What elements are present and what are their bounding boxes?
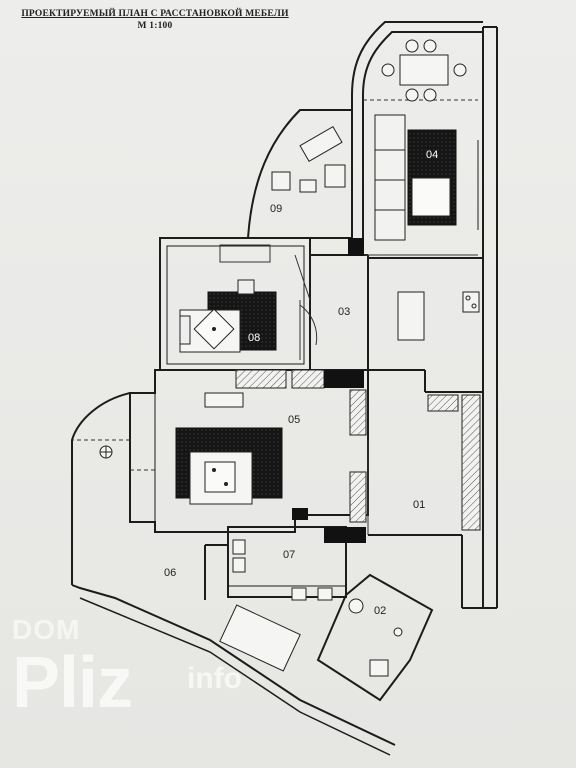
room-06-fixtures [99,445,301,672]
plan-title-main: ПРОЕКТИРУЕМЫЙ ПЛАН С РАССТАНОВКОЙ МЕБЕЛИ [21,9,289,19]
kitchen-fixtures [397,291,480,341]
plan-scale: М 1:100 [137,21,173,31]
bathroom-02-fixtures [348,598,403,677]
plan-title: ПРОЕКТИРУЕМЫЙ ПЛАН С РАССТАНОВКОЙ МЕБЕЛИ… [10,8,300,32]
room-label-05: 05 [288,414,300,426]
room-label-02: 02 [374,605,386,617]
room-label-07: 07 [283,549,295,561]
room-label-04: 04 [426,149,438,161]
study-furniture [271,126,346,193]
room-label-03: 03 [338,306,350,318]
bathroom-07-fixtures [232,539,333,601]
living-room-furniture [374,114,479,241]
room-label-09: 09 [270,203,282,215]
outer-walls [71,21,498,756]
bedroom-05-furniture [175,392,283,505]
room-label-08: 08 [248,332,260,344]
columns [292,238,366,543]
room-labels: 01 02 03 04 05 06 07 08 09 [164,149,438,617]
terrace-dining-set [381,39,467,102]
interior-lines [72,99,478,535]
room-label-06: 06 [164,567,176,579]
room-label-01: 01 [413,499,425,511]
bedroom-08-furniture [179,279,277,353]
